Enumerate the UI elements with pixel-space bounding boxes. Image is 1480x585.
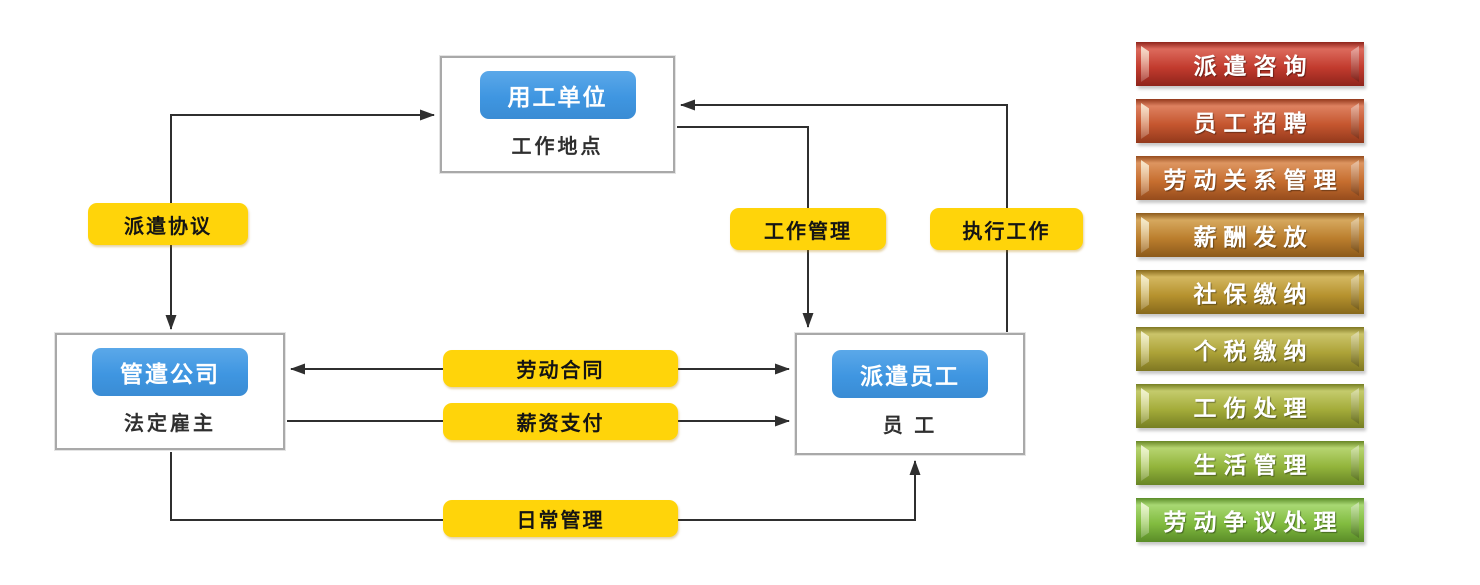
service-banner-label: 劳动关系管理 [1163, 168, 1344, 193]
node-dispatch-company-subtitle: 法定雇主 [124, 412, 216, 435]
arrow-work-management [677, 126, 814, 328]
edge-label-dispatch-agreement: 派遣协议 [88, 203, 248, 245]
node-dispatched-employee-subtitle: 员 工 [882, 415, 938, 437]
service-banner: 工伤处理 [1136, 384, 1364, 428]
service-banner-list: 派遣咨询 员工招聘 劳动关系管理 薪酬发放 社保缴纳 个税缴纳 工伤处理 生活管… [1136, 42, 1364, 555]
service-banner: 生活管理 [1136, 441, 1364, 485]
node-dispatched-employee: 派遣员工 员 工 [795, 333, 1025, 455]
edge-label-labor-contract: 劳动合同 [443, 350, 678, 387]
service-banner: 派遣咨询 [1136, 42, 1364, 86]
service-banner-label: 个税缴纳 [1193, 339, 1314, 364]
node-client-company-title: 用工单位 [479, 70, 636, 119]
service-banner: 社保缴纳 [1136, 270, 1364, 314]
service-banner: 劳动争议处理 [1136, 498, 1364, 542]
arrow-execute-work [680, 99, 1008, 332]
node-dispatched-employee-title: 派遣员工 [832, 350, 988, 398]
service-banner-label: 生活管理 [1193, 453, 1314, 478]
service-banner-label: 派遣咨询 [1193, 54, 1314, 79]
node-client-company-subtitle: 工作地点 [511, 135, 604, 158]
node-dispatch-company: 管遣公司 法定雇主 [55, 333, 285, 450]
node-dispatch-company-title: 管遣公司 [92, 347, 248, 396]
edge-label-salary-payment: 薪资支付 [443, 403, 678, 440]
node-client-company: 用工单位 工作地点 [440, 56, 675, 173]
arrow-dispatch-agreement [165, 109, 435, 330]
service-banner-label: 员工招聘 [1193, 111, 1314, 136]
service-banner: 个税缴纳 [1136, 327, 1364, 371]
service-banner-label: 薪酬发放 [1193, 225, 1314, 250]
edge-label-execute-work: 执行工作 [930, 208, 1083, 250]
edge-label-work-management: 工作管理 [730, 208, 886, 250]
service-banner-label: 劳动争议处理 [1163, 510, 1344, 535]
service-banner-label: 工伤处理 [1193, 396, 1314, 421]
service-banner: 劳动关系管理 [1136, 156, 1364, 200]
service-banner: 员工招聘 [1136, 99, 1364, 143]
service-banner-label: 社保缴纳 [1193, 282, 1314, 307]
service-banner: 薪酬发放 [1136, 213, 1364, 257]
edge-label-daily-management: 日常管理 [443, 500, 678, 537]
